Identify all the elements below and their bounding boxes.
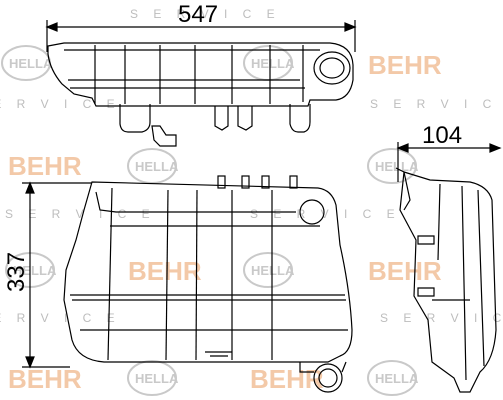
- watermark-service: S E R V I C E: [250, 207, 401, 221]
- drain-port: [313, 363, 343, 393]
- side-fitting-lower: [417, 287, 435, 297]
- watermark-hella: HELLA: [9, 56, 53, 71]
- nozzle-left: [119, 104, 151, 133]
- filler-cap-front: [299, 199, 325, 225]
- front-tank-outline: [63, 181, 353, 363]
- side-view: [395, 142, 502, 393]
- watermark-service: S E R V I C E: [0, 97, 121, 111]
- watermark-service: S E R V I C E: [370, 97, 503, 111]
- watermark-behr: BEHR: [368, 50, 442, 80]
- watermark-hella: HELLA: [13, 263, 57, 278]
- arrow-up-icon: [25, 181, 35, 194]
- front-tank-upper: [95, 191, 320, 227]
- arrow-right-icon: [489, 143, 502, 153]
- nozzle-small: [151, 125, 177, 147]
- nozzle-bracket: [214, 106, 229, 131]
- front-tank-ribs: [107, 187, 273, 361]
- top-tank-ribs: [94, 45, 304, 104]
- watermark-behr: BEHR: [8, 364, 82, 394]
- filler-neck-top-inner: [319, 57, 345, 79]
- front-tank-fittings: [217, 175, 298, 189]
- watermark-service: S E R V I C E: [380, 311, 503, 325]
- height-dimension-label: 337: [3, 252, 30, 292]
- drain-pipe: [299, 361, 347, 373]
- arrow-right-icon: [344, 22, 357, 32]
- depth-dimension-label: 104: [422, 122, 462, 149]
- watermark-behr: BEHR: [250, 364, 324, 394]
- arrow-left-icon: [396, 143, 409, 153]
- watermark-service: S E R V I C E: [130, 7, 281, 21]
- watermark-behr: BEHR: [128, 256, 202, 286]
- front-view: [22, 175, 353, 393]
- watermark-service: S E R V I C E: [0, 311, 121, 325]
- watermark-hella: HELLA: [135, 371, 179, 386]
- watermark-hella: HELLA: [375, 159, 419, 174]
- front-tank-waist: [70, 294, 348, 331]
- watermark-layer: BEHR BEHR BEHR BEHR BEHR BEHR HELLA HELL…: [0, 7, 503, 396]
- side-tank-outline: [399, 171, 497, 393]
- top-tank-inner: [64, 49, 320, 89]
- watermark-hella: HELLA: [135, 159, 179, 174]
- watermark-behr: BEHR: [368, 256, 442, 286]
- level-mark: [205, 351, 232, 357]
- arrow-left-icon: [45, 22, 58, 32]
- side-fitting-upper: [417, 235, 435, 245]
- side-bracket: [395, 167, 411, 211]
- drain-port-inner: [318, 368, 338, 388]
- nozzle-right: [289, 104, 311, 133]
- nozzle-bracket: [237, 106, 253, 131]
- top-view: [45, 20, 357, 147]
- watermark-service: S E R V I C E: [5, 207, 156, 221]
- watermark-hella: HELLA: [375, 371, 419, 386]
- side-tank-inner: [432, 183, 485, 381]
- width-dimension-label: 547: [178, 1, 218, 28]
- watermark-behr: BEHR: [8, 151, 82, 181]
- arrow-down-icon: [25, 356, 35, 369]
- top-tank-outline: [47, 42, 354, 107]
- filler-neck-top: [313, 51, 351, 85]
- watermark-hella: HELLA: [251, 263, 295, 278]
- watermark-hella: HELLA: [251, 56, 295, 71]
